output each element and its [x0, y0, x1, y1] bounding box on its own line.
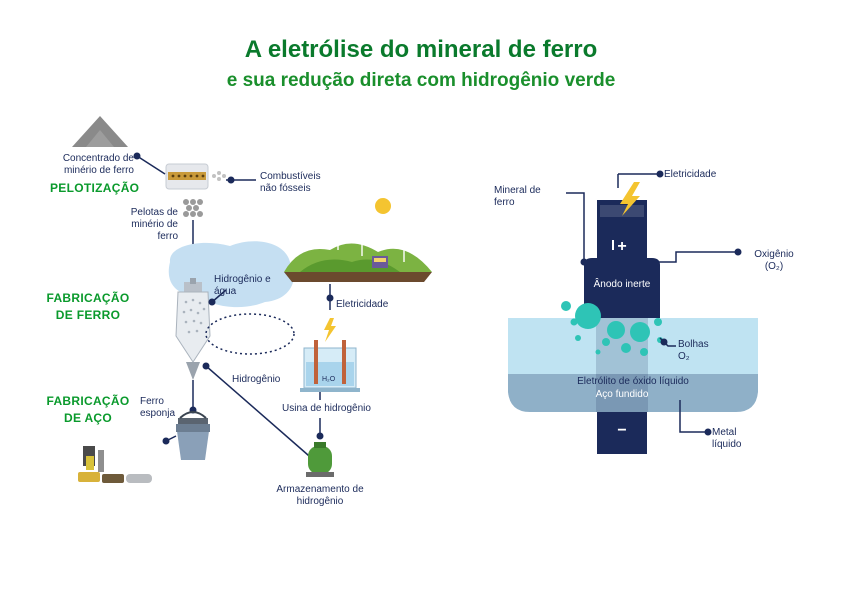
electrolyte-bath	[508, 318, 758, 374]
shaft-furnace-icon	[175, 278, 211, 380]
label-water: H₂O	[322, 376, 336, 383]
label-hydrogen-water: Hidrogênio e água	[214, 274, 271, 297]
oxygen-bubbles	[561, 301, 663, 356]
electrolyzer-icon	[300, 340, 360, 400]
fuel-dots-icon	[212, 171, 226, 181]
label-bubbles: Bolhas O₂	[678, 339, 709, 362]
minus-sign: −	[617, 422, 627, 439]
label-electricity-left: Eletricidade	[336, 299, 389, 310]
hydrogen-tank-icon	[306, 442, 334, 477]
wind-farm-island-icon	[284, 195, 432, 282]
label-fuels: Combustíveis não fósseis	[260, 171, 321, 194]
page-title: A eletrólise do mineral de ferro	[244, 36, 598, 63]
label-concentrate: Concentrado de minério de ferro	[62, 153, 134, 176]
page-subtitle: e sua redução direta com hidrogênio verd…	[226, 70, 616, 91]
pelletizer-icon	[165, 163, 209, 190]
label-sponge-iron: Ferro esponja	[140, 396, 176, 419]
label-liquid-metal: Metal líquido	[712, 427, 742, 450]
label-hydrogen: Hidrogênio	[232, 374, 281, 385]
label-pellets: Pelotas de minério de ferro	[130, 207, 178, 242]
pellets-icon	[183, 199, 203, 217]
label-electrolyte: Eletrólito de óxido líquido	[577, 376, 689, 387]
hydrogen-loop	[205, 313, 295, 355]
label-hydrogen-plant: Usina de hidrogênio	[282, 403, 371, 414]
label-iron-ore: Mineral de ferro	[494, 185, 541, 208]
label-pelletizing: PELOTIZAÇÃO	[50, 181, 140, 195]
electricity-lightning-icon	[620, 182, 640, 216]
label-steel-making: FABRICAÇÃO DE AÇO	[46, 394, 130, 425]
cathode-block	[597, 412, 647, 454]
molten-steel	[508, 374, 758, 412]
steel-products-icon	[78, 446, 152, 483]
plus-sign: +	[617, 238, 627, 255]
label-hydrogen-storage: Armazenamento de hidrogênio	[276, 484, 364, 507]
label-electricity-right: Eletricidade	[664, 169, 717, 180]
label-molten-steel: Aço fundido	[595, 389, 649, 400]
label-anode: Ânodo inerte	[593, 279, 651, 290]
label-oxygen: Oxigênio (O₂)	[754, 249, 794, 272]
lightning-icon	[324, 318, 336, 342]
steel-ladle-icon	[162, 411, 210, 460]
label-iron-making: FABRICAÇÃO DE FERRO	[46, 291, 130, 322]
